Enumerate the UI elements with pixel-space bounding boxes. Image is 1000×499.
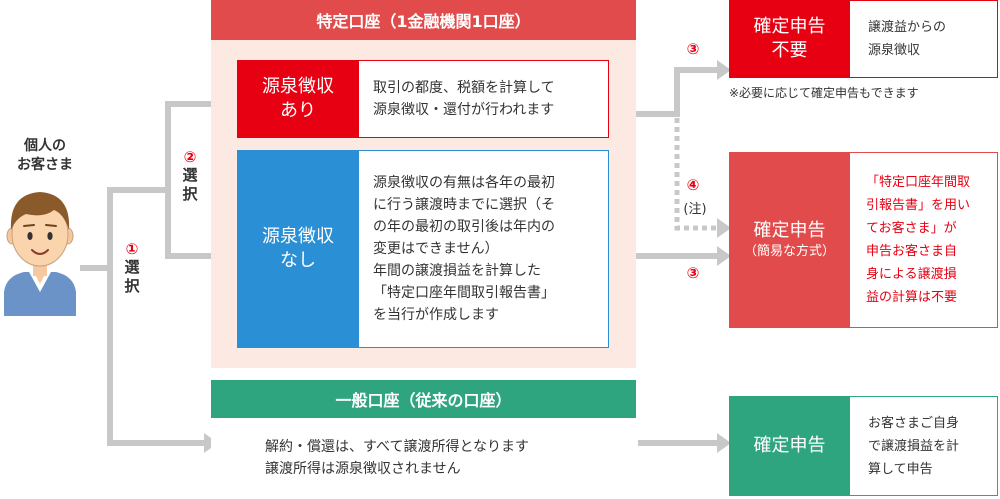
result-simple-filing-desc-line: 身による譲渡損 (866, 267, 957, 282)
withholding-yes-line1: 源泉徴収 (262, 76, 334, 97)
person-label-line2: お客さま (17, 157, 73, 173)
choice-2-char2: 択 (182, 185, 198, 203)
result-simple-filing-desc-line: 引報告書」を用い (866, 198, 971, 213)
withholding-yes-line2: あり (280, 100, 316, 121)
withholding-yes-description: 取引の都度、税額を計算して 源泉徴収・還付が行われます (359, 60, 609, 138)
withholding-no-desc-line: 「特定口座年間取引報告書」 (373, 285, 555, 301)
result-full-filing-desc-line: お客さまご自身 (868, 415, 960, 431)
arrowhead-simple-dotted (717, 218, 731, 238)
withholding-yes-desc-line: 取引の都度、税額を計算して (373, 80, 555, 96)
general-account-description: 解約・償還は、すべて譲渡所得となります 譲渡所得は源泉徴収されません (211, 418, 636, 498)
tokutei-account-header: 特定口座（1金融機関1口座） (211, 0, 636, 40)
choice-1-label: ① 選 択 (118, 240, 146, 296)
choice-2-text: 選 択 (176, 166, 204, 204)
result-no-filing-note: ※必要に応じて確定申告もできます (729, 86, 919, 100)
arrowhead-simple (717, 246, 731, 266)
result-no-filing-desc-line: 譲渡益からの (868, 20, 947, 35)
result-simple-filing-desc-line: 益の計算は不要 (866, 290, 958, 305)
connector-to-no-filing (612, 67, 718, 117)
result-simple-filing-line1: 確定申告 (753, 220, 826, 241)
result-full-filing-description: お客さまご自身 で譲渡損益を計 算して申告 (850, 396, 998, 496)
withholding-yes-label: 源泉徴収 あり (237, 60, 359, 138)
result-no-filing-desc-line: 源泉徴収 (868, 43, 921, 58)
route-simple-filing-number-top: ④ (686, 176, 700, 194)
route-simple-filing-note: (注) (683, 202, 707, 217)
withholding-no-desc-line: に行う譲渡時までに選択（そ (373, 197, 555, 213)
result-full-filing-desc-line: で譲渡損益を計 (868, 438, 960, 454)
choice-1-text: 選 択 (118, 258, 146, 296)
arrowhead-no-filing (717, 60, 731, 80)
connector-dotted-option4 (674, 118, 718, 231)
result-no-filing-label: 確定申告 不要 (729, 0, 850, 78)
result-no-filing-line1: 確定申告 (753, 16, 826, 37)
result-simple-filing-description: 「特定口座年間取 引報告書」を用い てお客さま」が 申告お客さま自 身による譲渡… (850, 152, 998, 328)
choice-1-char2: 択 (124, 277, 140, 295)
withholding-no-desc-line: の年の最初の取引後は年内の (373, 219, 555, 235)
customer-avatar-icon (4, 192, 76, 316)
connector-choice2-trunk (165, 104, 225, 259)
withholding-yes-desc-line: 源泉徴収・還付が行われます (373, 102, 555, 118)
withholding-no-line1: 源泉徴収 (262, 226, 334, 247)
connector-choice1-trunk (107, 190, 205, 446)
withholding-no-label: 源泉徴収 なし (237, 150, 359, 348)
result-no-filing-description: 譲渡益からの 源泉徴収 (850, 0, 998, 78)
person-label: 個人の お客さま (12, 137, 78, 175)
result-simple-filing-label: 確定申告 （簡易な方式） (729, 152, 850, 328)
result-full-filing-line1: 確定申告 (753, 435, 826, 456)
general-account-header-text: 一般口座（従来の口座） (335, 391, 512, 410)
choice-2-label: ② 選 択 (176, 148, 204, 204)
withholding-no-desc-line: を当行が作成します (373, 307, 499, 323)
choice-2-number: ② (183, 148, 197, 166)
withholding-no-desc-line: 年間の譲渡損益を計算した (373, 263, 541, 279)
choice-1-number: ① (125, 240, 139, 258)
general-account-desc-line: 解約・償還は、すべて譲渡所得となります (265, 439, 530, 455)
result-no-filing-line2: 不要 (771, 40, 808, 61)
person-label-line1: 個人の (24, 138, 66, 154)
withholding-no-desc-line: 変更はできません） (373, 241, 499, 257)
general-account-header: 一般口座（従来の口座） (211, 380, 636, 418)
tokutei-account-header-text: 特定口座（1金融機関1口座） (316, 12, 531, 31)
result-simple-filing-line2: （簡易な方式） (743, 244, 835, 259)
choice-2-char1: 選 (182, 166, 198, 184)
result-simple-filing-desc-line: 「特定口座年間取 (866, 175, 971, 190)
route-no-filing-number: ③ (686, 40, 700, 58)
withholding-no-description: 源泉徴収の有無は各年の最初 に行う譲渡時までに選択（そ の年の最初の取引後は年内… (359, 150, 609, 348)
arrowhead-full-filing (717, 433, 731, 453)
route-simple-filing-number-bottom: ③ (686, 264, 700, 282)
withholding-no-desc-line: 源泉徴収の有無は各年の最初 (373, 175, 555, 191)
general-account-desc-line: 譲渡所得は源泉徴収されません (265, 461, 461, 477)
result-full-filing-desc-line: 算して申告 (868, 461, 933, 477)
result-simple-filing-desc-line: てお客さま」が (866, 221, 957, 236)
result-simple-filing-desc-line: 申告お客さま自 (866, 244, 958, 259)
choice-1-char1: 選 (124, 258, 140, 276)
result-full-filing-label: 確定申告 (729, 396, 850, 496)
withholding-no-line2: なし (280, 250, 316, 271)
